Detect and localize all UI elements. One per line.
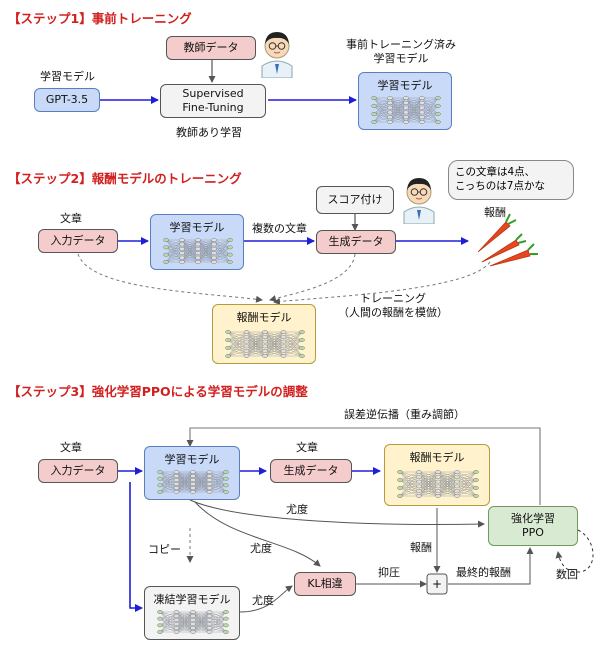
speech-line2: こっちのは7点かな xyxy=(455,180,545,192)
likelihood1-label: 尤度 xyxy=(286,503,308,516)
neural-network-icon xyxy=(397,470,479,498)
ppo-line1: 強化学習 xyxy=(511,512,555,525)
sft-line1: Supervised xyxy=(182,87,244,100)
step3-reward-label: 報酬 xyxy=(410,541,432,554)
step2-learning-model-box: 学習モデル xyxy=(150,214,244,270)
step2-input-data-box: 入力データ xyxy=(38,229,118,253)
scoring-box: スコア付け xyxy=(316,186,394,214)
pretrained-model-label: 学習モデル xyxy=(377,79,433,92)
teacher-avatar-1 xyxy=(258,26,296,79)
supervised-learning-label: 教師あり学習 xyxy=(176,126,242,139)
arrow-plus-to-ppo xyxy=(448,547,534,585)
teacher-data-box: 教師データ xyxy=(166,36,256,60)
step2-reward-label: 報酬 xyxy=(484,206,506,219)
neural-network-icon xyxy=(163,238,233,264)
neural-network-icon xyxy=(157,610,229,634)
pretrained-line1: 事前トレーニング済み xyxy=(346,38,456,51)
step3-input-data-box: 入力データ xyxy=(38,459,118,483)
training-line2: （人間の報酬を模倣） xyxy=(338,306,448,319)
sft-box: Supervised Fine-Tuning xyxy=(160,84,266,118)
arrow-model-likelihood-to-kl xyxy=(194,501,321,567)
step3-sentence2-label: 文章 xyxy=(296,441,318,454)
step3-generated-data-box: 生成データ xyxy=(270,459,352,483)
dashed-loop-arrow xyxy=(555,529,594,573)
backprop-label: 誤差逆伝播（重み調節） xyxy=(344,408,465,421)
gpt-box: GPT-3.5 xyxy=(34,88,100,112)
step1-title: 【ステップ1】事前トレーニング xyxy=(8,11,192,26)
speech-line1: この文章は4点、 xyxy=(455,166,536,178)
training-line1: トレーニング xyxy=(360,292,426,305)
frozen-model-box: 凍結学習モデル xyxy=(144,586,240,640)
ppo-box: 強化学習 PPO xyxy=(488,506,578,546)
sum-node xyxy=(426,573,448,595)
arrow-backprop-feedback xyxy=(186,427,541,505)
final-reward-label: 最終的報酬 xyxy=(456,566,511,579)
likelihood2-label: 尤度 xyxy=(250,542,272,555)
step3-title: 【ステップ3】強化学習PPOによる学習モデルの調整 xyxy=(8,384,308,399)
dashed-generated-to-reward-model xyxy=(269,253,356,302)
step3-sentence1-label: 文章 xyxy=(60,441,82,454)
step1-model-label: 学習モデル xyxy=(40,70,95,83)
arrow-model-to-frozen xyxy=(129,482,143,612)
pretrained-label: 事前トレーニング済み 学習モデル xyxy=(336,38,466,66)
plus-sign: + xyxy=(431,577,443,591)
step3-reward-model-box: 報酬モデル xyxy=(384,444,490,506)
dashed-input-to-reward-model xyxy=(77,253,263,303)
sft-line2: Fine-Tuning xyxy=(182,101,244,114)
carrot-icon xyxy=(477,213,538,267)
likelihood3-label: 尤度 xyxy=(252,594,274,607)
step2-generated-data-box: 生成データ xyxy=(316,230,396,254)
step2-learning-model-label: 学習モデル xyxy=(169,221,225,234)
step3-learning-model-label: 学習モデル xyxy=(164,453,220,466)
step2-reward-model-box: 報酬モデル xyxy=(212,304,316,364)
step2-sentence-label: 文章 xyxy=(60,212,82,225)
kl-box: KL相違 xyxy=(294,572,356,596)
ppo-line2: PPO xyxy=(522,526,544,539)
pretrained-model-box: 学習モデル xyxy=(358,72,452,130)
suppress-label: 抑圧 xyxy=(378,566,400,579)
arrow-model-likelihood-to-ppo xyxy=(189,499,485,528)
neural-network-icon xyxy=(371,96,441,124)
step3-reward-model-label: 報酬モデル xyxy=(409,451,465,464)
copy-label: コピー xyxy=(148,543,181,556)
frozen-model-label: 凍結学習モデル xyxy=(153,593,231,606)
training-label: トレーニング （人間の報酬を模倣） xyxy=(318,292,468,320)
times-label: 数回 xyxy=(556,568,578,581)
dashed-reward-to-reward-model xyxy=(273,261,491,305)
arrow-frozen-likelihood-to-kl xyxy=(239,585,293,613)
neural-network-icon xyxy=(225,330,305,358)
pretrained-line2: 学習モデル xyxy=(373,52,429,65)
speech-bubble: この文章は4点、 こっちのは7点かな xyxy=(448,160,574,200)
multiple-sentences-label: 複数の文章 xyxy=(252,222,307,235)
step2-title: 【ステップ2】報酬モデルのトレーニング xyxy=(8,171,242,186)
step2-reward-model-label: 報酬モデル xyxy=(236,311,292,324)
neural-network-icon xyxy=(157,470,229,494)
step3-learning-model-box: 学習モデル xyxy=(144,446,240,500)
teacher-avatar-2 xyxy=(400,172,438,225)
